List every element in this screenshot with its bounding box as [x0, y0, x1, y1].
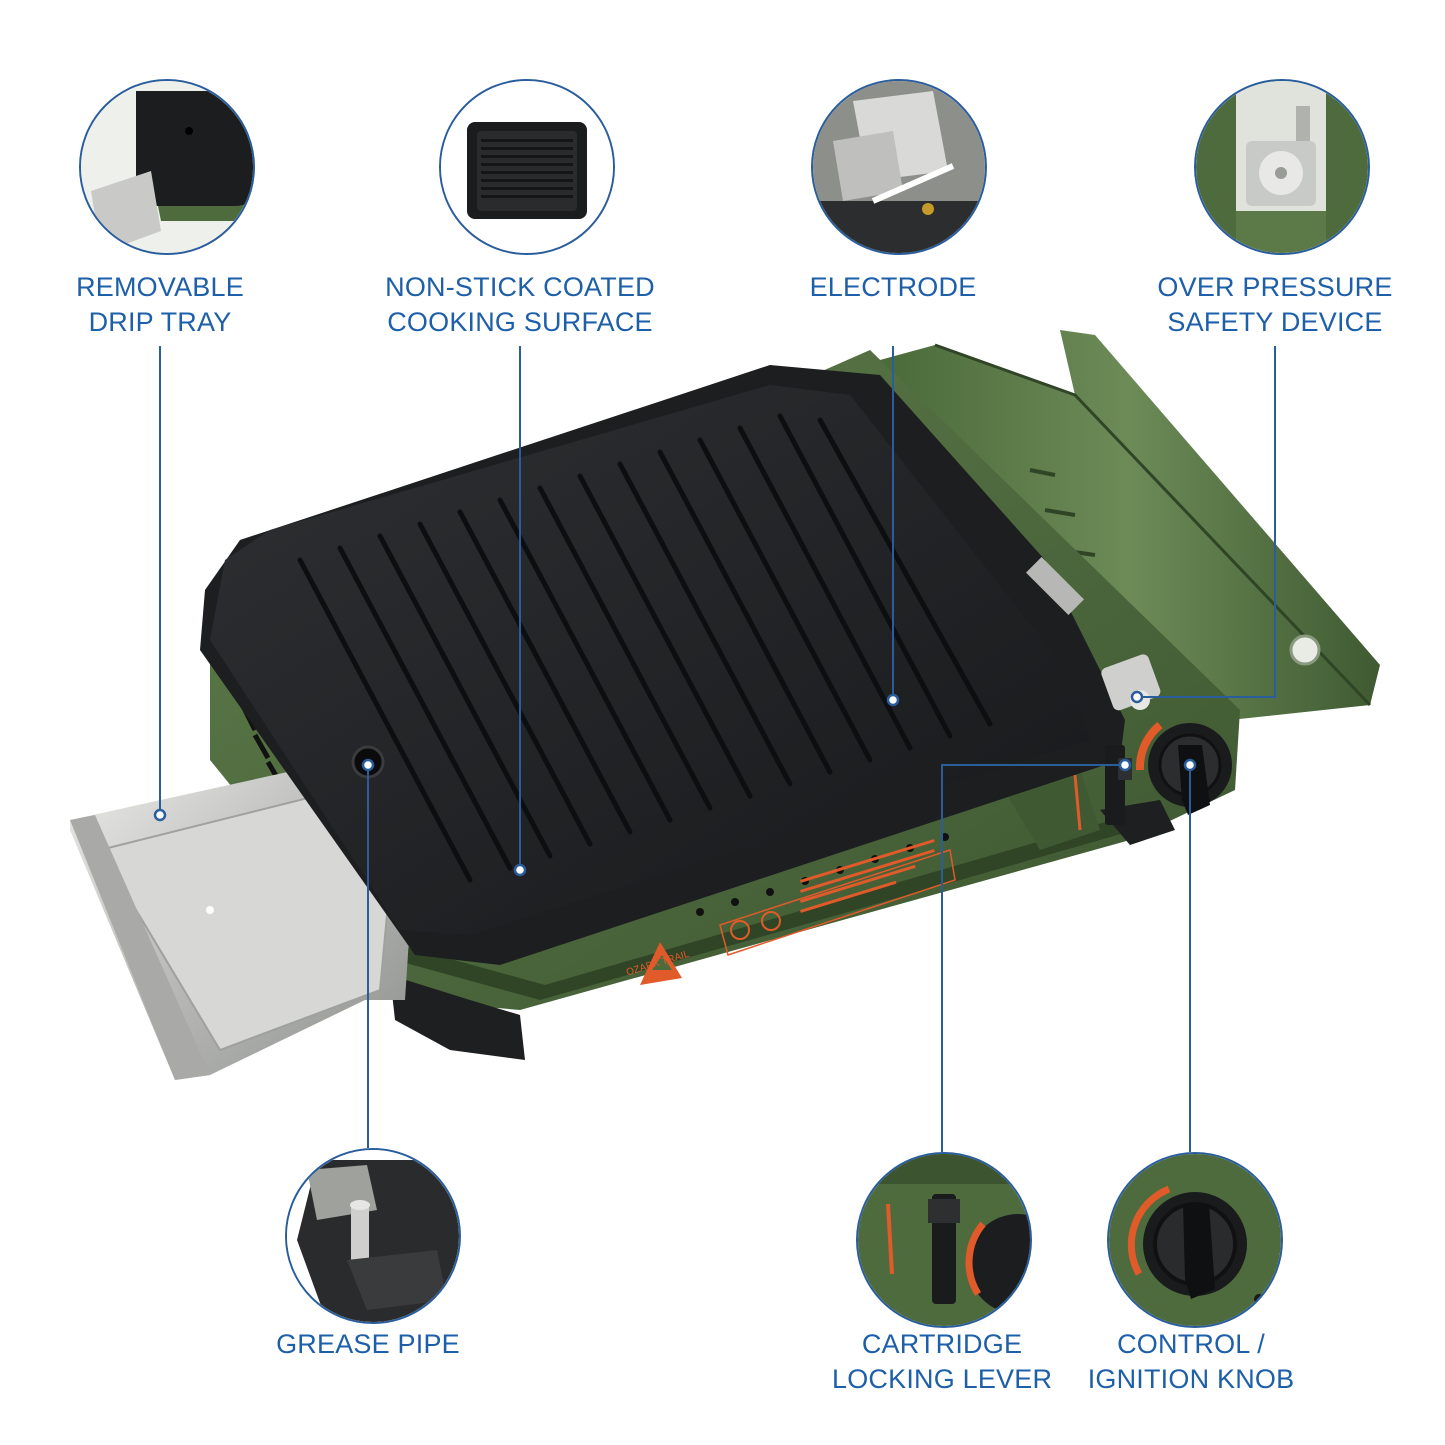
leader-pressure-device: [1137, 346, 1276, 698]
label-electrode: ELECTRODE: [809, 272, 977, 302]
leader-locking-lever: [941, 764, 1125, 1152]
detail-circle-electrode: [811, 79, 987, 255]
label-removable-drip-tray: REMOVABLE DRIP TRAY: [76, 272, 244, 337]
leader-dots: [153, 690, 1197, 877]
detail-circle-pressure-device: [1194, 79, 1370, 255]
detail-circle-grease-pipe: [285, 1148, 461, 1324]
label-control-ignition-knob: CONTROL / IGNITION KNOB: [1087, 1329, 1295, 1394]
label-non-stick-cooking-surface: NON-STICK COATED COOKING SURFACE: [385, 272, 655, 337]
detail-circle-drip-tray: [79, 79, 255, 255]
label-over-pressure-safety-device: OVER PRESSURE SAFETY DEVICE: [1157, 272, 1393, 337]
stove-lid: [880, 330, 1380, 720]
label-grease-pipe: GREASE PIPE: [276, 1329, 460, 1359]
detail-circle-cooking-surface: [439, 79, 615, 255]
detail-circle-control-knob: [1107, 1152, 1283, 1328]
detail-circle-locking-lever: [856, 1152, 1032, 1328]
leader-lines: [159, 346, 1276, 1152]
label-cartridge-locking-lever: CARTRIDGE LOCKING LEVER: [832, 1329, 1053, 1394]
